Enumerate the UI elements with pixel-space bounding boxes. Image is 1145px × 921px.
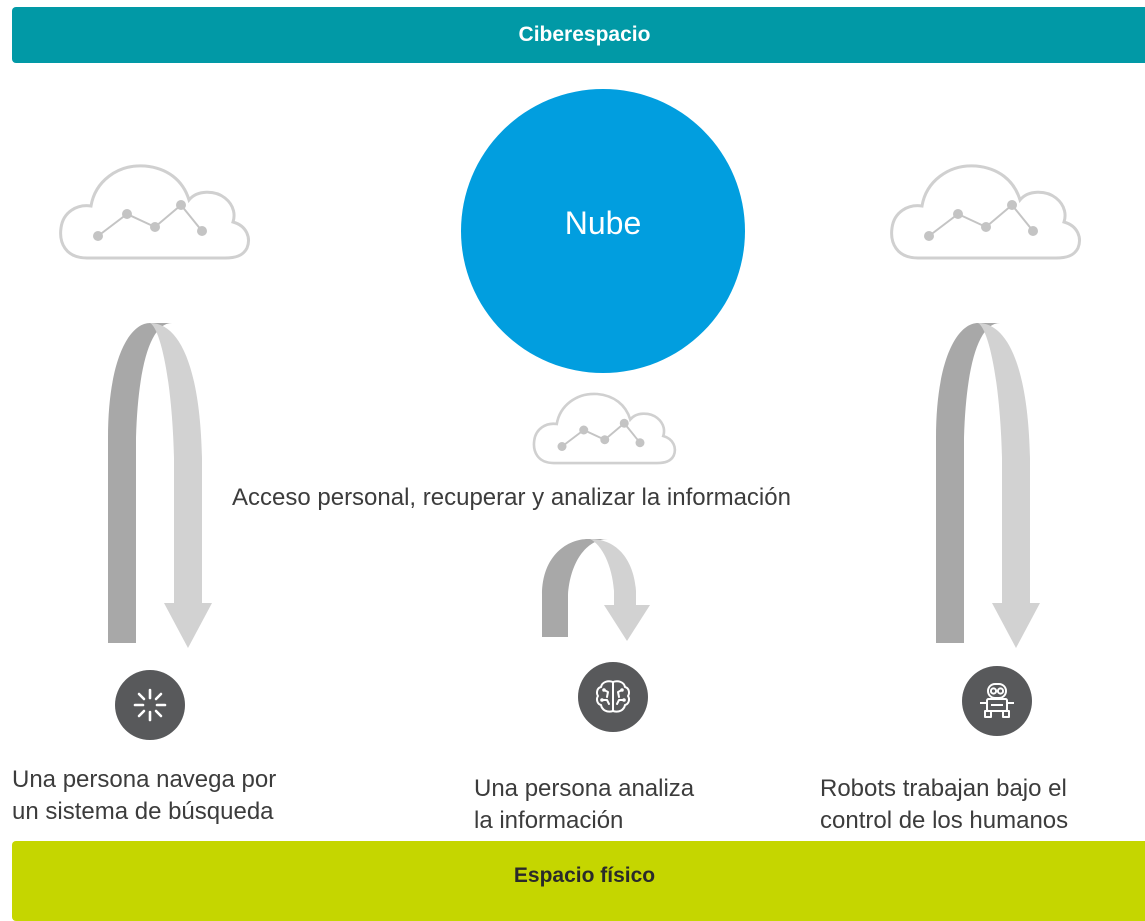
caption-search-line1: Una persona navega por [12,766,277,793]
caption-search: Una persona navega por un sistema de bús… [12,764,276,828]
cloud-node-label: Nube [564,204,642,241]
robot-badge [962,666,1032,736]
cloud-right-icon [890,164,1081,260]
robot-icon [980,683,1014,718]
cloud-node: Nube [461,89,745,373]
caption-robots-line1: Robots trabajan bajo el [820,775,1067,802]
search-badge [115,670,185,740]
physical-space-band: Espacio físico [12,841,1145,921]
brain-badge [578,662,648,732]
search-spark-icon [133,688,167,722]
caption-search-line2: un sistema de búsqueda [12,798,274,825]
arrow-left [108,323,212,648]
caption-robots-line2: control de los humanos [820,807,1069,834]
caption-robots: Robots trabajan bajo el control de los h… [820,773,1068,837]
cyberspace-band: Ciberespacio [12,7,1145,63]
cloud-center-icon [532,392,677,465]
brain-icon [596,680,630,713]
caption-analysis-line2: la información [474,807,624,834]
caption-analysis-line1: Una persona analiza [474,775,695,802]
arrow-right [936,323,1040,648]
arrow-center [542,539,650,641]
physical-space-label: Espacio físico [513,864,656,887]
caption-analysis: Una persona analiza la información [474,773,694,837]
cloud-left-icon [59,164,250,260]
center-caption: Acceso personal, recuperar y analizar la… [232,484,791,511]
cyberspace-label: Ciberespacio [518,23,651,46]
